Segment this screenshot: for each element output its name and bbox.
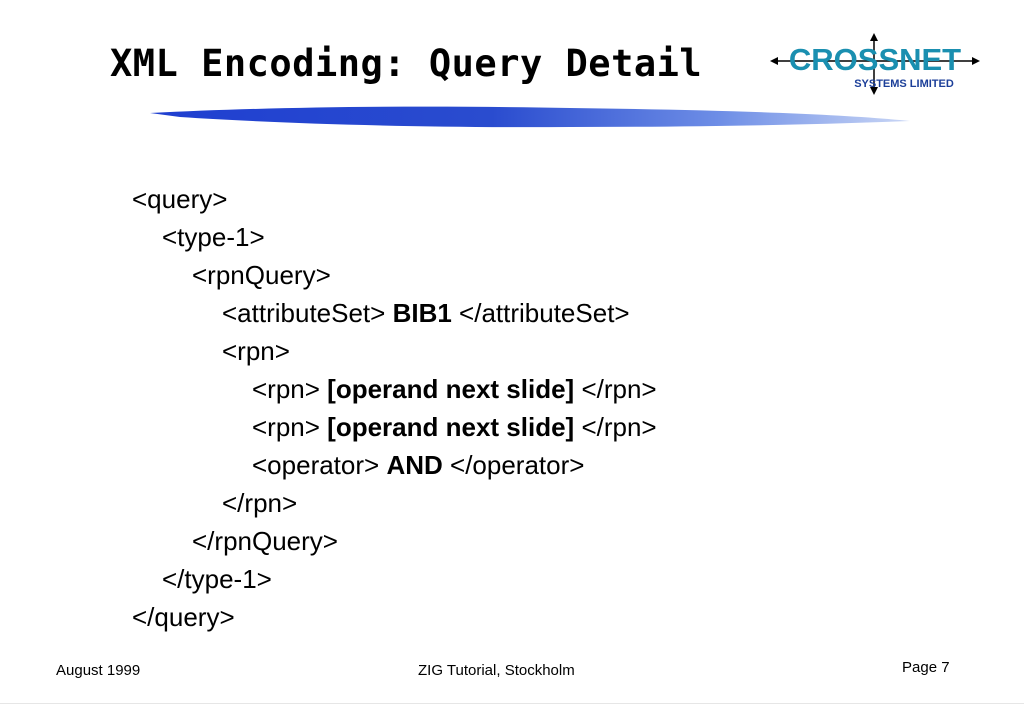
code-tag-text: <rpn>	[252, 374, 328, 404]
crossnet-logo: CROSSNET SYSTEMS LIMITED	[770, 33, 980, 95]
code-line: <rpn> [operand next slide] </rpn>	[132, 370, 657, 408]
code-closing-tag-text: </attributeSet>	[451, 298, 630, 328]
code-closing-tag-text: </rpn>	[574, 412, 657, 442]
code-tag-text: </type-1>	[162, 564, 272, 594]
code-value-text: [operand next slide]	[327, 374, 575, 404]
code-tag-text: <operator>	[252, 450, 387, 480]
code-line: <rpn> [operand next slide] </rpn>	[132, 408, 657, 446]
logo-subtitle: SYSTEMS LIMITED	[854, 78, 954, 90]
code-tag-text: <rpn>	[222, 336, 290, 366]
code-tag-text: </rpnQuery>	[192, 526, 338, 556]
footer-page-number: Page 7	[902, 659, 950, 676]
code-tag-text: <rpn>	[252, 412, 328, 442]
footer-event: ZIG Tutorial, Stockholm	[418, 662, 575, 679]
footer-date: August 1999	[56, 662, 141, 679]
title-underline-swoosh	[150, 106, 910, 128]
code-value-text: BIB1	[392, 298, 452, 328]
code-value-text: [operand next slide]	[327, 412, 575, 442]
code-line: </rpn>	[132, 484, 657, 522]
code-line: <type-1>	[132, 218, 657, 256]
code-tag-text: <query>	[132, 184, 228, 214]
code-tag-text: <type-1>	[162, 222, 265, 252]
code-line: <operator> AND </operator>	[132, 446, 657, 484]
logo-name: CROSSNET	[789, 42, 961, 77]
code-closing-tag-text: </rpn>	[574, 374, 657, 404]
code-line: <query>	[132, 180, 657, 218]
xml-code-block: <query> <type-1> <rpnQuery> <attributeSet> …	[132, 180, 657, 636]
code-tag-text: <attributeSet>	[222, 298, 393, 328]
slide-title: XML Encoding: Query Detail	[110, 42, 703, 85]
code-line: <attributeSet> BIB1 </attributeSet>	[132, 294, 657, 332]
code-tag-text: </rpn>	[222, 488, 298, 518]
logo-crosshair-icon	[770, 33, 980, 95]
code-closing-tag-text: </operator>	[442, 450, 585, 480]
code-value-text: AND	[386, 450, 443, 480]
code-line: <rpnQuery>	[132, 256, 657, 294]
bottom-divider	[0, 703, 1024, 704]
code-line: <rpn>	[132, 332, 657, 370]
code-line: </query>	[132, 598, 657, 636]
code-tag-text: </query>	[132, 602, 235, 632]
code-tag-text: <rpnQuery>	[192, 260, 331, 290]
code-line: </rpnQuery>	[132, 522, 657, 560]
code-line: </type-1>	[132, 560, 657, 598]
